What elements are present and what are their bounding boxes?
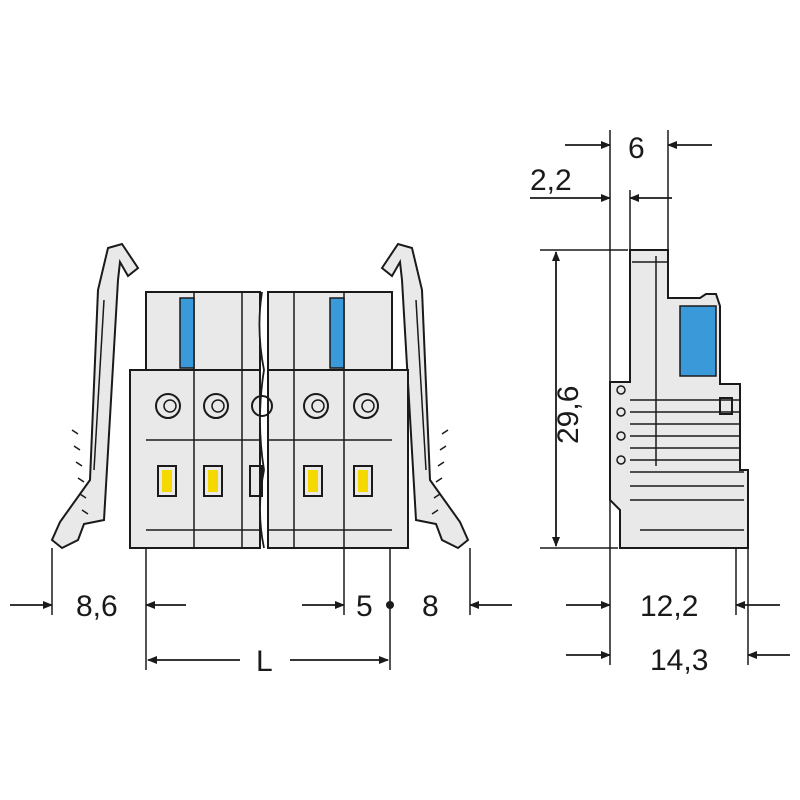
- dim-length: L: [256, 645, 273, 678]
- side-holes: [616, 385, 626, 465]
- side-view: [540, 130, 749, 665]
- dim-height: 29,6: [552, 386, 585, 444]
- contact-windows: [157, 465, 373, 497]
- right-locking-lever: [380, 242, 470, 550]
- dim-pitch: 5: [356, 590, 373, 623]
- dim-top-width: 6: [628, 132, 645, 165]
- break-line: [258, 291, 265, 549]
- dim-left-margin: 8,6: [76, 590, 118, 623]
- dim-depth-inner: 12,2: [640, 590, 698, 623]
- dimension-lines: [10, 141, 790, 664]
- side-ribs: [630, 399, 744, 531]
- dimension-labels: 6 2,2 29,6 8,6 5 8 L 12,2 14,3: [76, 132, 708, 678]
- front-view: [50, 242, 471, 670]
- blue-pusher-side: [679, 305, 717, 377]
- dim-top-offset: 2,2: [530, 164, 572, 197]
- dim-depth-outer: 14,3: [650, 644, 708, 677]
- housing-left: [129, 291, 261, 549]
- release-pusher: [179, 297, 195, 369]
- left-locking-lever: [50, 242, 140, 550]
- release-pusher: [329, 297, 345, 369]
- wire-entry-holes: [155, 393, 379, 419]
- dim-right-margin: 8: [422, 590, 439, 623]
